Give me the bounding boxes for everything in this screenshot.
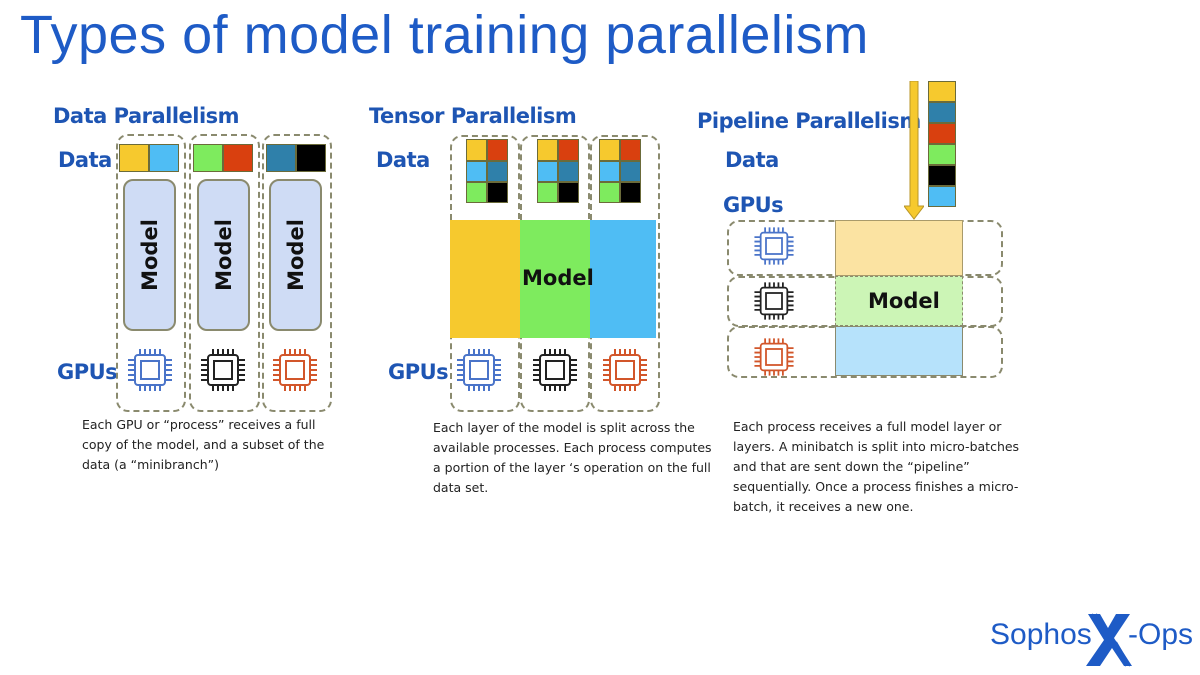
micro-batch xyxy=(928,123,956,144)
logo-text-left: Sophos xyxy=(990,618,1092,651)
model-stage xyxy=(835,220,963,276)
model-label: Model xyxy=(283,219,308,291)
gpus-row-label: GPUs xyxy=(57,360,118,384)
model-block: Model xyxy=(197,179,250,331)
full-data-grid xyxy=(537,139,579,203)
micro-batch-stack xyxy=(928,81,956,207)
gpus-row-label: GPUs xyxy=(723,193,784,217)
full-data-grid xyxy=(599,139,641,203)
data-chunk xyxy=(193,144,223,172)
model-slice xyxy=(450,220,520,338)
data-chunk xyxy=(266,144,296,172)
logo-x-mark-icon xyxy=(1080,612,1136,673)
data-row-label: Data xyxy=(376,148,430,172)
data-parallelism-title: Data Parallelism xyxy=(53,104,240,128)
model-label: Model xyxy=(522,266,594,290)
down-arrow-icon xyxy=(902,80,926,226)
gpu-chip-icon xyxy=(196,345,250,395)
slide-title: Types of model training parallelism xyxy=(20,5,869,65)
model-label: Model xyxy=(868,289,940,313)
gpu-chip-icon xyxy=(750,278,798,324)
gpu-chip-icon xyxy=(452,345,506,395)
data-row-label: Data xyxy=(58,148,112,172)
gpu-chip-icon xyxy=(598,345,652,395)
gpu-process-group xyxy=(189,134,260,412)
model-block: Model xyxy=(123,179,176,331)
gpu-chip-icon xyxy=(123,345,177,395)
data-row-label: Data xyxy=(725,148,779,172)
model-stage xyxy=(835,276,963,326)
data-parallelism-description: Each GPU or “process” receives a full co… xyxy=(82,417,325,472)
data-chunk xyxy=(119,144,149,172)
data-chunk xyxy=(296,144,326,172)
gpu-chip-icon xyxy=(750,334,798,380)
sophos-xops-logo: Sophos xyxy=(990,618,1092,652)
data-chunk xyxy=(149,144,179,172)
model-block: Model xyxy=(269,179,322,331)
gpu-chip-icon xyxy=(268,345,322,395)
pipeline-parallelism-description: Each process receives a full model layer… xyxy=(733,419,1020,514)
micro-batch xyxy=(928,165,956,186)
gpu-process-group xyxy=(116,134,186,412)
data-chunk xyxy=(223,144,253,172)
micro-batch xyxy=(928,81,956,102)
gpu-chip-icon xyxy=(528,345,582,395)
pipeline-parallelism-title: Pipeline Parallelism xyxy=(697,109,921,133)
tensor-parallelism-title: Tensor Parallelism xyxy=(369,104,577,128)
gpu-chip-icon xyxy=(750,223,798,269)
gpu-process-group xyxy=(262,134,332,412)
gpus-row-label: GPUs xyxy=(388,360,449,384)
full-data-grid xyxy=(466,139,508,203)
model-slice xyxy=(590,220,656,338)
model-stage xyxy=(835,326,963,376)
micro-batch xyxy=(928,186,956,207)
micro-batch xyxy=(928,102,956,123)
model-label: Model xyxy=(211,219,236,291)
model-label: Model xyxy=(137,219,162,291)
model-slice xyxy=(520,220,590,338)
tensor-parallelism-description: Each layer of the model is split across … xyxy=(433,420,712,495)
micro-batch xyxy=(928,144,956,165)
logo-text-right: -Ops xyxy=(1128,618,1194,651)
